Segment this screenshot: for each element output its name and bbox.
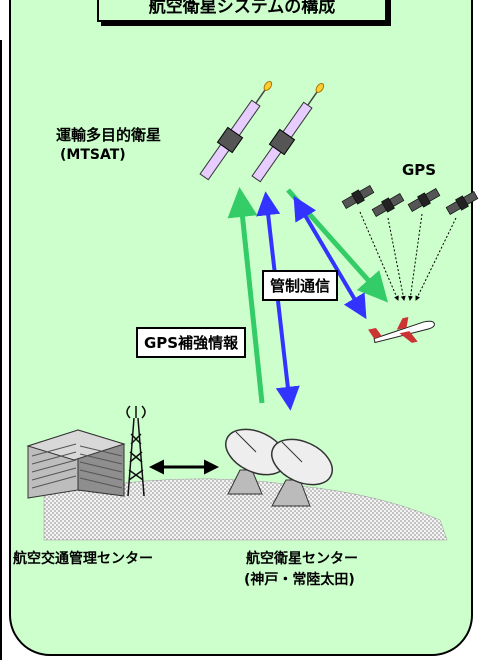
sat-center-label: 航空衛星センター — [246, 551, 358, 567]
mtsat-satellite-icon — [199, 80, 325, 183]
atc-communication-label: 管制通信 — [262, 270, 339, 301]
antenna-tower-icon — [126, 405, 146, 497]
diagram-title: 航空衛星システムの構成 — [97, 0, 387, 22]
satellite-to-ground-arrow — [256, 191, 300, 411]
satellite-dish-icon — [225, 428, 333, 507]
atm-center-building-icon — [26, 429, 126, 499]
gps-augmentation-label: GPS補強情報 — [136, 327, 247, 358]
atm-center-label: 航空交通管理センター — [13, 551, 153, 567]
mtsat-name-label: 運輸多目的衛星 — [56, 126, 162, 144]
sat-center-location-label: (神戸・常陸太田) — [244, 572, 355, 588]
gps-label: GPS — [402, 161, 437, 179]
mtsat-abbr-label: (MTSAT) — [60, 147, 126, 163]
atc-communication-arrow — [293, 195, 367, 320]
gps-signal-lines — [359, 211, 457, 301]
aircraft-icon — [368, 317, 435, 344]
